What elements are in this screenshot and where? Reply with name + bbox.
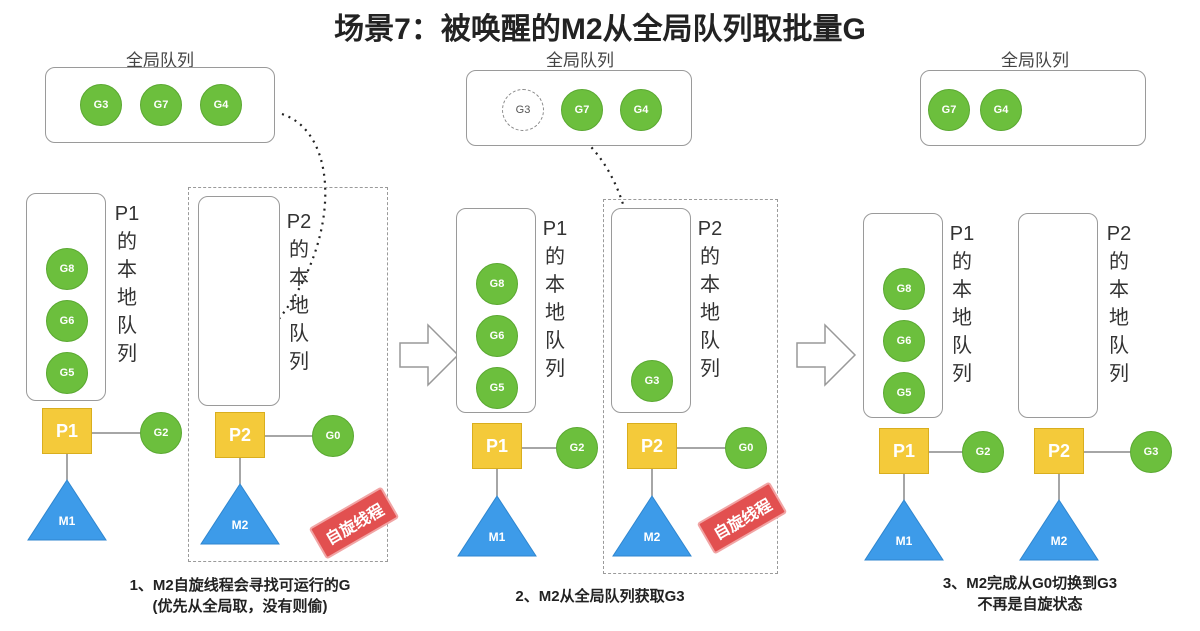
spinning-thread-region	[603, 199, 778, 574]
goroutine-g8: G8	[476, 263, 518, 305]
goroutine-g5: G5	[46, 352, 88, 394]
goroutine-g3: G3	[80, 84, 122, 126]
machine-label: M1	[489, 530, 506, 544]
machine-m1-panel3	[864, 499, 944, 561]
goroutine-g5: G5	[883, 372, 925, 414]
goroutine-g6: G6	[883, 320, 925, 362]
global-queue-label: 全局队列	[1001, 51, 1069, 70]
machine-m2-panel1	[200, 483, 280, 545]
p2-local-queue-box	[198, 196, 280, 406]
machine-label: M1	[896, 534, 913, 548]
goroutine-g7: G7	[140, 84, 182, 126]
machine-m2-panel2	[612, 495, 692, 557]
goroutine-g8: G8	[883, 268, 925, 310]
spinning-thread-region	[188, 187, 388, 562]
transition-arrow-2	[796, 323, 857, 387]
processor-p2: P2	[627, 423, 677, 469]
goroutine-g8: G8	[46, 248, 88, 290]
machine-label: M1	[59, 514, 76, 528]
page-title: 场景7：被唤醒的M2从全局队列取批量G	[334, 13, 866, 46]
goroutine-g2: G2	[556, 427, 598, 469]
processor-p1: P1	[879, 428, 929, 474]
goroutine-g4: G4	[620, 89, 662, 131]
machine-label: M2	[1051, 534, 1068, 548]
goroutine-g3: G3	[631, 360, 673, 402]
machine-m2-panel3	[1019, 499, 1099, 561]
global-queue-label: 全局队列	[126, 51, 194, 70]
goroutine-g4: G4	[980, 89, 1022, 131]
caption-1: 1、M2自旋线程会寻找可运行的G (优先从全局取，没有则偷)	[129, 577, 351, 615]
goroutine-g3: G3	[1130, 431, 1172, 473]
machine-label: M2	[232, 518, 249, 532]
caption-3: 3、M2完成从G0切换到G3 不再是自旋状态	[942, 575, 1118, 613]
goroutine-g3-ghost: G3	[502, 89, 544, 131]
goroutine-g2: G2	[962, 431, 1004, 473]
machine-m1-panel2	[457, 495, 537, 557]
goroutine-g7: G7	[928, 89, 970, 131]
goroutine-g6: G6	[476, 315, 518, 357]
processor-p1: P1	[42, 408, 92, 454]
processor-p1: P1	[472, 423, 522, 469]
global-queue-label: 全局队列	[546, 51, 614, 70]
goroutine-g4: G4	[200, 84, 242, 126]
caption-2: 2、M2从全局队列获取G3	[515, 588, 685, 605]
processor-p2: P2	[1034, 428, 1084, 474]
goroutine-g0: G0	[725, 427, 767, 469]
goroutine-g5: G5	[476, 367, 518, 409]
transition-arrow-1	[399, 323, 460, 387]
goroutine-g2: G2	[140, 412, 182, 454]
goroutine-g7: G7	[561, 89, 603, 131]
processor-p2: P2	[215, 412, 265, 458]
p2-local-queue-box	[1018, 213, 1098, 418]
goroutine-g6: G6	[46, 300, 88, 342]
machine-m1-panel1	[27, 479, 107, 541]
machine-label: M2	[644, 530, 661, 544]
goroutine-g0: G0	[312, 415, 354, 457]
